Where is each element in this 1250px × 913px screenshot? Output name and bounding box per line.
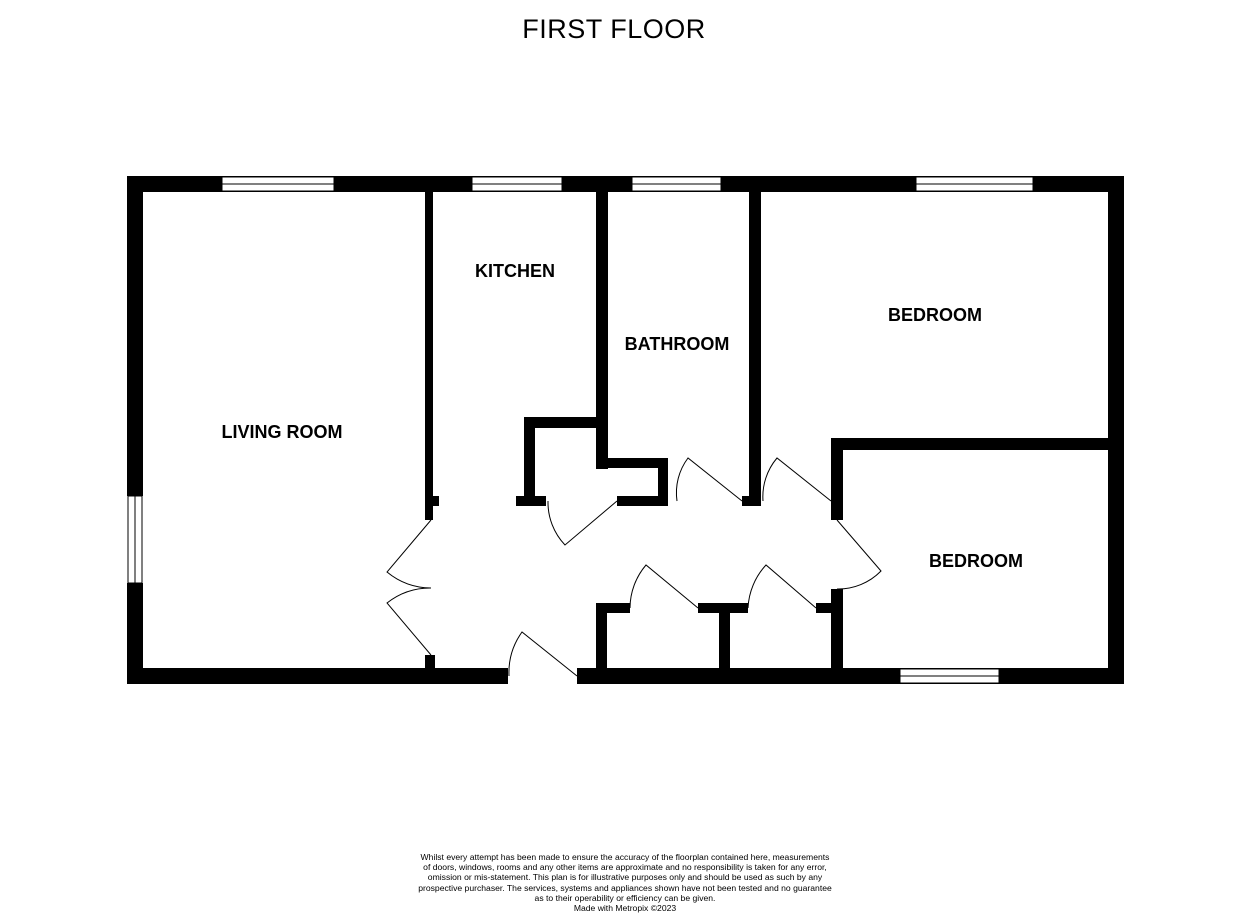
windows — [127, 176, 1034, 684]
door-bathroom — [675, 457, 743, 502]
disclaimer-line: as to their operability or efficiency ca… — [534, 892, 716, 903]
door-bedroom-1 — [762, 457, 832, 502]
outer-wall-top — [127, 176, 1124, 192]
wall-cupboard-left-top — [596, 603, 630, 613]
wall-bathroom-bedroom-stub — [742, 496, 761, 506]
outer-wall-left-lower — [127, 583, 143, 684]
outer-wall-right — [1108, 176, 1124, 684]
door-entrance — [508, 631, 578, 677]
door-cupboard-left — [629, 564, 699, 609]
door-cupboard-kitchen — [547, 500, 618, 546]
wall-cupboard-side — [524, 417, 535, 506]
wall-kitchen-bathroom — [596, 192, 608, 469]
outer-wall-left-upper — [127, 176, 143, 496]
disclaimer-line: prospective purchaser. The services, sys… — [418, 882, 832, 893]
wall-living-kitchen — [425, 192, 433, 520]
floor-title: FIRST FLOOR — [522, 14, 706, 44]
wall-bathroom-lower — [596, 458, 668, 468]
wall-living-kitchen-stub — [425, 496, 439, 506]
wall-cupboard-left — [596, 603, 607, 670]
outer-wall-bottom-left — [127, 668, 508, 684]
wall-cupboard-stub — [516, 496, 546, 506]
disclaimer-line: Whilst every attempt has been made to en… — [420, 852, 830, 862]
door-living-upper — [386, 519, 432, 589]
wall-cupboard-top — [524, 417, 602, 428]
wall-living-bottom-stub — [425, 655, 435, 670]
disclaimer-line: of doors, windows, rooms and any other i… — [423, 862, 827, 873]
room-label-bathroom: BATHROOM — [625, 334, 730, 354]
wall-bathroom-bottom — [617, 496, 668, 506]
wall-bedroom2-left-lower — [831, 589, 843, 670]
room-label-bedroom-1: BEDROOM — [888, 305, 982, 325]
wall-bathroom-step — [658, 458, 668, 506]
wall-bedroom2-stub — [816, 603, 843, 613]
wall-cupboard-middle — [719, 603, 730, 670]
outer-wall-bottom-right — [577, 668, 1124, 684]
door-cupboard-right — [747, 564, 817, 609]
disclaimer-line: omission or mis-statement. This plan is … — [427, 872, 823, 883]
wall-bedroom-divider — [831, 438, 1108, 450]
room-label-kitchen: KITCHEN — [475, 261, 555, 281]
door-living-lower — [386, 587, 432, 656]
wall-bathroom-bedroom — [749, 192, 761, 506]
disclaimer-credit: Made with Metropix ©2023 — [573, 903, 677, 913]
room-label-living-room: LIVING ROOM — [222, 422, 343, 442]
doors — [386, 457, 882, 677]
room-label-bedroom-2: BEDROOM — [929, 551, 1023, 571]
wall-bedroom2-left-upper — [831, 438, 843, 520]
disclaimer: Whilst every attempt has been made to en… — [400, 852, 850, 913]
door-bedroom-2 — [836, 519, 882, 590]
